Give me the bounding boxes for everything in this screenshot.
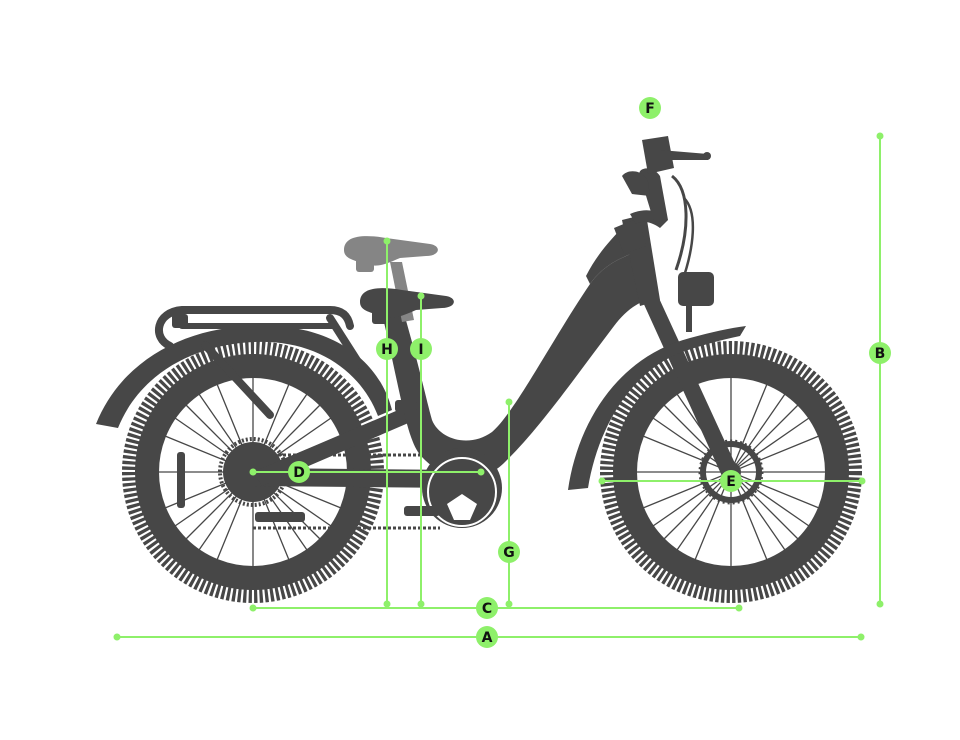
label-f: F: [639, 97, 661, 119]
handlebar-assembly: [614, 136, 711, 283]
bike-silhouette: [96, 136, 862, 603]
label-a-text: A: [482, 630, 493, 646]
label-i-text: I: [418, 342, 423, 358]
label-a: A: [476, 626, 498, 648]
label-c-text: C: [482, 601, 492, 617]
label-b-text: B: [875, 346, 886, 362]
label-e-text: E: [726, 474, 736, 490]
seat-assembly: [344, 236, 454, 324]
label-g-text: G: [503, 545, 515, 561]
dimension-line-h: [383, 237, 391, 608]
dimension-labels: A B C D E F G H: [288, 97, 891, 648]
rear-rack: [155, 306, 364, 419]
front-fender: [568, 326, 746, 490]
label-f-text: F: [645, 101, 655, 117]
label-i: I: [410, 338, 432, 360]
label-h-text: H: [381, 342, 393, 358]
rear-fender: [96, 325, 392, 428]
label-d: D: [288, 461, 310, 483]
label-d-text: D: [293, 465, 305, 481]
label-b: B: [869, 342, 891, 364]
label-h: H: [376, 338, 398, 360]
headlight: [678, 272, 714, 332]
label-e: E: [720, 470, 742, 492]
label-g: G: [498, 541, 520, 563]
dimension-line-g: [505, 398, 513, 608]
label-c: C: [476, 597, 498, 619]
dimension-line-b: [876, 132, 884, 608]
